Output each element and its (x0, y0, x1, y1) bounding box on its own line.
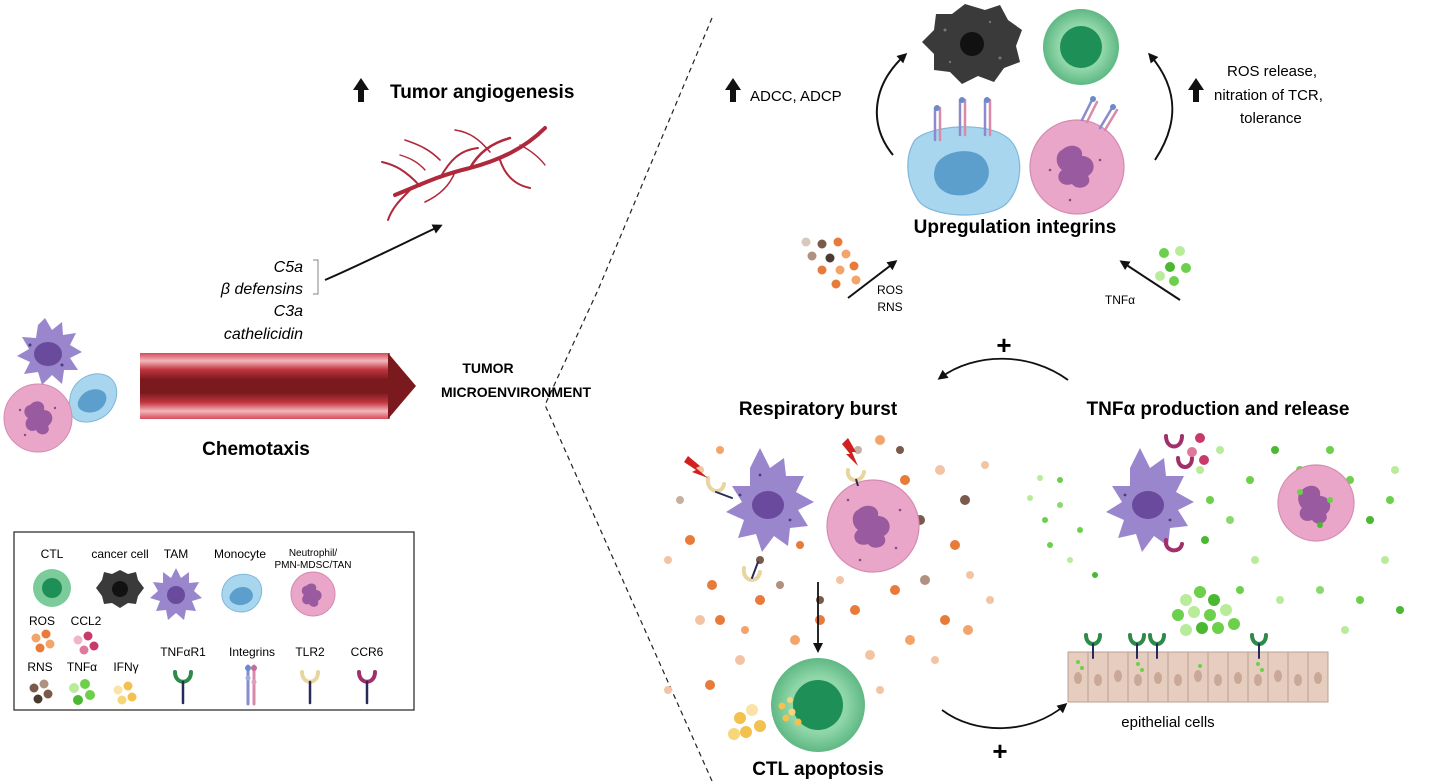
tnfa-label: TNFα (1105, 293, 1135, 307)
legend-ros-label: ROS (29, 614, 55, 628)
factor-cathelicidin: cathelicidin (224, 326, 303, 343)
neutrophil-cell-burst-icon (826, 468, 920, 573)
immune-cell-cluster (3, 318, 118, 453)
ros-label: ROS (877, 283, 903, 297)
upregulation-integrins-title: Upregulation integrins (914, 217, 1117, 238)
legend-tnfa-label: TNFα (67, 660, 97, 674)
legend-ros-icon (31, 629, 55, 653)
legend-rns-label: RNS (27, 660, 52, 674)
ccl2-particles (1187, 433, 1209, 465)
legend-integrins-label: Integrins (229, 645, 275, 659)
tam-cell-tnfa-icon (1106, 448, 1194, 552)
rns-label: RNS (877, 300, 902, 314)
chemotaxis-label: Chemotaxis (202, 439, 310, 460)
tlr2-receptor-icon (705, 476, 762, 582)
tnfar1-receptor-icon (1084, 633, 1268, 659)
legend-tam-icon (150, 568, 202, 620)
tam-cell-burst-icon (726, 448, 814, 552)
tumor-angiogenesis-title: Tumor angiogenesis (390, 82, 574, 103)
lightning-icon (684, 438, 858, 478)
legend-ifng-icon (113, 681, 137, 705)
chemotaxis-vessel-arrow (140, 353, 416, 419)
factor-c3a: C3a (274, 303, 303, 320)
tam-cell-icon (17, 318, 82, 385)
legend-neutrophil-label-1: Neutrophil/ (289, 548, 338, 559)
legend-cancer-cell-icon (96, 570, 144, 608)
factor-bracket (313, 259, 319, 295)
ccr6-receptor-icon (1163, 434, 1194, 553)
legend-tnfar1-label: TNFαR1 (160, 645, 206, 659)
ros-release-arrow-up-icon (1188, 78, 1204, 102)
neutrophil-with-integrins-icon (1029, 96, 1125, 215)
legend-ccr6-icon (357, 670, 377, 705)
ctl-cell-icon (1043, 9, 1119, 85)
cancer-cell-icon (922, 4, 1022, 84)
ros-release-label-line2: nitration of TCR, (1214, 87, 1323, 104)
epithelial-tnfa-particles (1172, 586, 1240, 636)
tnfa-particle-cluster (1155, 246, 1191, 286)
legend-rns-icon (29, 679, 53, 704)
ctl-to-epithelial-curved-arrow (941, 703, 1068, 730)
angiogenesis-arrow-up-icon (353, 78, 369, 102)
legend-neutrophil-label-2: PMN-MDSC/TAN (274, 560, 351, 571)
tumor-microenvironment-label-line1: TUMOR (462, 360, 513, 376)
factor-c5a: C5a (274, 259, 303, 276)
legend-tlr2-icon (300, 670, 320, 705)
legend-monocyte-icon (221, 573, 263, 613)
ros-rns-particle-cluster (801, 237, 861, 289)
adcc-adcp-label: ADCC, ADCP (750, 88, 842, 105)
tnfa-arrow (1119, 260, 1181, 301)
legend-tam-label: TAM (164, 547, 188, 561)
ros-release-curved-arrow (1148, 52, 1174, 161)
blood-vessel-network-icon (381, 126, 547, 221)
epithelial-cell-layer (1067, 651, 1329, 703)
legend-monocyte-label: Monocyte (214, 547, 266, 561)
legend-ccl2-icon (73, 631, 99, 655)
tumor-microenvironment-label-line2: MICROENVIRONMENT (441, 384, 592, 400)
ctl-apoptosis-cell-icon (771, 658, 865, 752)
legend-cancer-cell-label: cancer cell (91, 547, 148, 561)
legend-tnfa-icon (69, 679, 95, 705)
neutrophil-cell-tnfa-icon (1277, 464, 1355, 542)
plus-sign-top: + (996, 330, 1011, 360)
ros-release-label-line3: tolerance (1240, 110, 1302, 127)
factor-beta-defensins: β defensins (220, 281, 303, 298)
legend-ctl-icon (33, 569, 71, 607)
legend-ctl-label: CTL (41, 547, 64, 561)
epithelial-cells-label: epithelial cells (1121, 714, 1214, 731)
angiogenesis-arrow (324, 224, 443, 281)
legend-integrin-icon (245, 664, 257, 706)
adcc-curved-arrow (875, 52, 908, 156)
monocyte-with-integrins-icon (907, 97, 1021, 216)
monocyte-cell-icon (68, 373, 118, 423)
tnfa-production-title: TNFα production and release (1087, 399, 1350, 420)
legend-tnfar1-icon (173, 670, 193, 705)
legend-neutrophil-icon (290, 571, 336, 617)
separator-line (544, 17, 713, 781)
adcc-arrow-up-icon (725, 78, 741, 102)
ifng-particle-cluster (728, 704, 766, 740)
tnfa-to-burst-curved-arrow (937, 357, 1069, 381)
neutrophil-cell-icon (3, 383, 73, 453)
respiratory-burst-title: Respiratory burst (739, 399, 898, 420)
ros-rns-arrow (847, 260, 898, 299)
legend-ccl2-label: CCL2 (71, 614, 102, 628)
ctl-apoptosis-title: CTL apoptosis (752, 759, 884, 780)
legend-panel: CTL cancer cell TAM Monocyte Neutrophil/… (13, 531, 415, 711)
plus-sign-bottom: + (992, 736, 1007, 766)
ros-release-label-line1: ROS release, (1227, 63, 1317, 80)
tnfa-release-particles (1027, 446, 1404, 634)
legend-ifng-label: IFNγ (113, 660, 138, 674)
legend-ccr6-label: CCR6 (351, 645, 384, 659)
legend-tlr2-label: TLR2 (295, 645, 325, 659)
